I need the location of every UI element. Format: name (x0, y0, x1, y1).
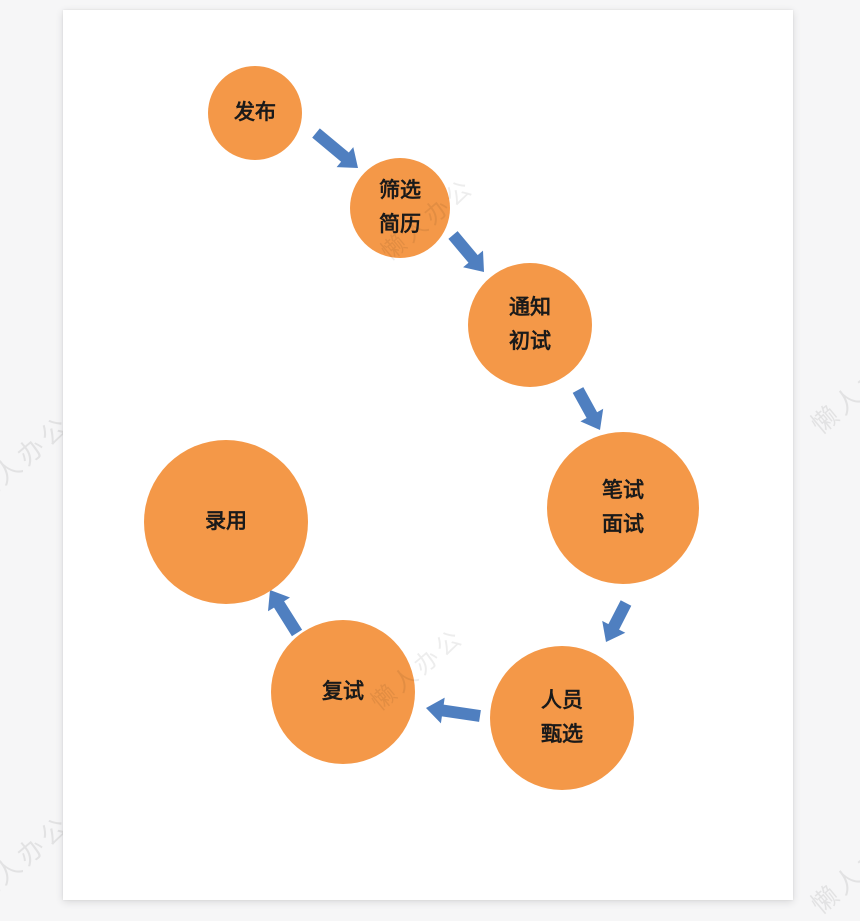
arrow-icon-candidate-selection-to-second-interview (426, 697, 481, 724)
flow-node-candidate-selection: 人员 甄选 (490, 646, 634, 790)
arrow-icon-screen-resume-to-notify-first-interview (448, 231, 484, 272)
arrow-icon-publish-to-screen-resume (312, 128, 358, 168)
flow-node-hire: 录用 (144, 440, 308, 604)
flow-node-screen-resume: 筛选 简历 (350, 158, 450, 258)
flow-node-notify-first-interview: 通知 初试 (468, 263, 592, 387)
arrow-icon-second-interview-to-hire (268, 590, 303, 637)
arrow-icon-notify-first-interview-to-written-interview (572, 387, 604, 430)
flow-node-second-interview: 复试 (271, 620, 415, 764)
flow-node-written-interview: 笔试 面试 (547, 432, 699, 584)
arrow-icon-written-interview-to-candidate-selection (602, 600, 632, 642)
flow-node-publish: 发布 (208, 66, 302, 160)
